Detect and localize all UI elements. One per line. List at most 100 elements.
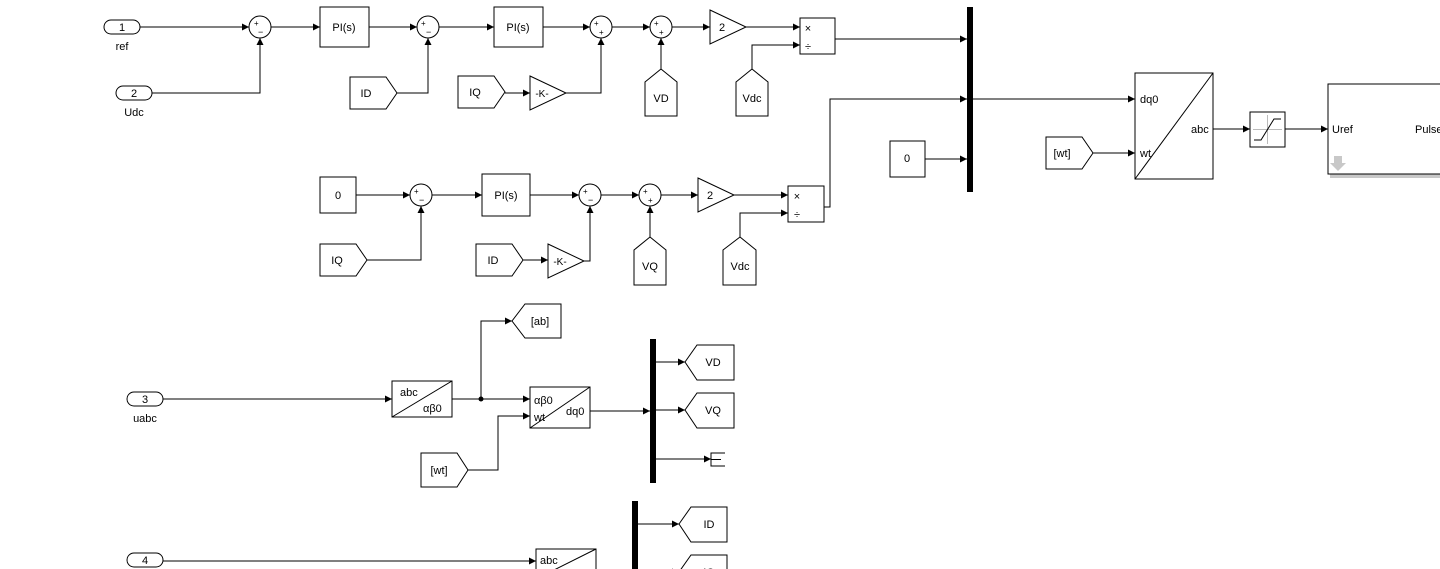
from-tag-label: ID: [361, 88, 372, 100]
goto-tag-label: IQ: [703, 567, 715, 569]
from-tag-vdc-row2[interactable]: Vdc: [722, 236, 757, 286]
from-tag-vq-row2[interactable]: VQ: [633, 236, 667, 286]
terminator-block[interactable]: [710, 452, 725, 467]
goto-tag-vq[interactable]: VQ: [684, 392, 735, 429]
from-tag-wt-measure[interactable]: [wt]: [420, 452, 469, 488]
sum-sign: +: [643, 187, 648, 196]
port-label-dq0: dq0: [566, 406, 584, 418]
demux-block-voltage[interactable]: [650, 339, 656, 483]
goto-tag-ab[interactable]: [ab]: [511, 303, 562, 339]
divide-block-row2[interactable]: × ÷: [787, 185, 825, 223]
from-tag-iq-row2[interactable]: IQ: [319, 243, 368, 277]
from-tag-id-row2[interactable]: ID: [475, 243, 524, 277]
from-tag-label: Vdc: [731, 261, 750, 273]
sum-sign: +: [654, 19, 659, 28]
from-tag-iq-row1[interactable]: IQ: [457, 75, 506, 109]
abc-to-alphabeta0-block[interactable]: abc αβ0: [391, 380, 453, 418]
inport-3[interactable]: 3 uabc: [126, 391, 164, 425]
from-tag-id-row1[interactable]: ID: [349, 76, 398, 110]
inport-1-name: ref: [116, 41, 130, 53]
inport-2-number: 2: [131, 88, 137, 100]
sum-block-d1[interactable]: + −: [248, 15, 272, 39]
from-tag-label: IQ: [469, 87, 481, 99]
gain-k-row1[interactable]: -K-: [529, 75, 568, 111]
goto-tag-label: VD: [705, 357, 720, 369]
sum-sign: −: [426, 27, 431, 37]
goto-tag-vd[interactable]: VD: [684, 344, 735, 381]
port-label-dq0: dq0: [1140, 94, 1158, 106]
from-tag-label: [wt]: [430, 465, 447, 477]
alphabeta0-to-dq0-block[interactable]: αβ0 wt dq0: [529, 386, 591, 429]
goto-tag-id[interactable]: ID: [678, 506, 728, 543]
transform-label-abc: abc: [400, 387, 418, 399]
sum-block-d4[interactable]: + +: [649, 15, 673, 39]
pwm-generator-block[interactable]: Uref Pulse: [1327, 83, 1440, 178]
sum-sign: +: [648, 196, 653, 205]
demux-block-current[interactable]: [632, 501, 638, 569]
pi-controller-q1[interactable]: PI(s): [481, 173, 531, 217]
product-symbol: ÷: [805, 41, 811, 53]
saturation-block[interactable]: [1249, 111, 1286, 148]
inport-2-name: Udc: [124, 107, 144, 119]
gain-label: 2: [719, 22, 725, 34]
inport-2[interactable]: 2 Udc: [115, 85, 153, 119]
port-label-ab0: αβ0: [534, 395, 553, 407]
goto-tag-label: ID: [704, 519, 715, 531]
goto-tag-iq[interactable]: IQ: [679, 554, 728, 569]
inport-3-name: uabc: [133, 413, 157, 425]
sum-sign: +: [594, 19, 599, 28]
from-tag-label: ID: [488, 255, 499, 267]
constant-zero-row2[interactable]: 0: [319, 176, 357, 214]
port-label-wt: wt: [1139, 148, 1151, 160]
inport-4[interactable]: 4: [126, 552, 164, 568]
sum-block-d2[interactable]: + −: [416, 15, 440, 39]
gain-two-row2[interactable]: 2: [697, 177, 736, 213]
pi-label: PI(s): [506, 22, 529, 34]
gain-label: 2: [707, 190, 713, 202]
mux-block-top[interactable]: [967, 7, 973, 192]
abc-transform-block-current[interactable]: abc: [535, 548, 597, 569]
from-tag-vdc-row1[interactable]: Vdc: [735, 68, 769, 117]
mask-arrow-icon: [1330, 156, 1346, 171]
pi-label: PI(s): [494, 190, 517, 202]
inport-3-number: 3: [142, 394, 148, 406]
from-tag-label: VD: [653, 93, 668, 105]
port-label-abc: abc: [1191, 124, 1209, 136]
sum-sign: +: [659, 28, 664, 37]
inport-1[interactable]: 1 ref: [103, 19, 141, 53]
constant-label: 0: [904, 153, 910, 165]
from-tag-label: [wt]: [1053, 148, 1070, 160]
sum-block-q2[interactable]: + −: [578, 183, 602, 207]
pwm-output-label: Pulse: [1415, 124, 1440, 136]
pwm-input-label: Uref: [1332, 124, 1354, 136]
sum-sign: −: [588, 195, 593, 205]
from-tag-vd-row1[interactable]: VD: [644, 68, 678, 117]
sum-block-d3[interactable]: + +: [589, 15, 613, 39]
wires-current: [163, 520, 679, 569]
sum-block-q3[interactable]: + +: [638, 183, 662, 207]
gain-k-row2[interactable]: -K-: [547, 243, 586, 279]
gain-two-row1[interactable]: 2: [709, 9, 748, 45]
wires-voltage: [163, 317, 711, 471]
sum-sign: +: [599, 28, 604, 37]
sum-sign: +: [254, 19, 259, 28]
from-tag-label: VQ: [642, 261, 658, 273]
wires-row1: [140, 23, 967, 97]
constant-zero-mux[interactable]: 0: [889, 140, 926, 178]
from-tag-label: IQ: [331, 255, 343, 267]
goto-tag-label: [ab]: [531, 316, 549, 328]
divide-block-row1[interactable]: × ÷: [799, 17, 836, 55]
dq0-to-abc-block[interactable]: dq0 wt abc: [1134, 72, 1214, 180]
transform-label-ab0: αβ0: [423, 403, 442, 415]
transform-label-abc: abc: [540, 555, 558, 567]
wires-row2: [356, 95, 967, 264]
sum-block-q1[interactable]: + −: [409, 183, 433, 207]
pi-controller-d2[interactable]: PI(s): [493, 6, 544, 48]
product-symbol: ×: [805, 23, 811, 35]
pi-controller-d1[interactable]: PI(s): [319, 6, 370, 48]
port-label-wt: wt: [533, 412, 545, 424]
gain-label: -K-: [535, 89, 548, 100]
from-tag-wt-top[interactable]: [wt]: [1045, 136, 1094, 170]
inport-1-number: 1: [119, 22, 125, 34]
